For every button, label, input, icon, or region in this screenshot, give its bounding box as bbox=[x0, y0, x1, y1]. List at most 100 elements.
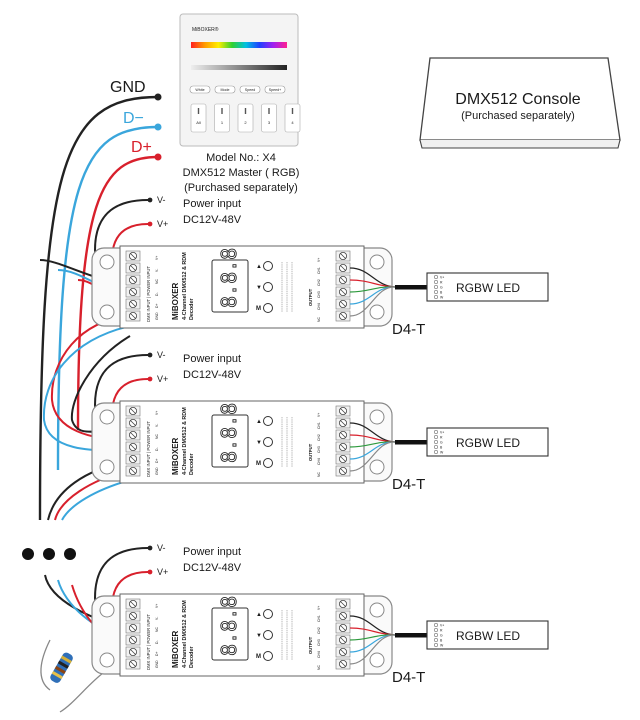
led-label: RGBW LED bbox=[456, 629, 520, 643]
mode-button[interactable] bbox=[263, 458, 273, 468]
led-pad bbox=[433, 284, 439, 290]
screw-slot bbox=[130, 613, 136, 619]
led-pin-label: B bbox=[440, 639, 443, 643]
dminus-label: D− bbox=[123, 110, 144, 127]
led-pin-label: B bbox=[440, 291, 443, 295]
more-dot bbox=[22, 548, 34, 560]
zone-label: 1 bbox=[221, 120, 224, 125]
up-button[interactable] bbox=[263, 261, 273, 271]
output-pin-label: CH1 bbox=[317, 615, 321, 622]
mount-hole bbox=[99, 652, 115, 668]
zone-button[interactable] bbox=[261, 103, 277, 133]
input-pin-label: V+ bbox=[155, 604, 159, 608]
mount-hole bbox=[99, 602, 115, 618]
zone-button[interactable] bbox=[284, 103, 301, 133]
seven-seg-display: 8.8.8 bbox=[217, 402, 242, 463]
output-pin-label: V+ bbox=[317, 606, 321, 610]
more-dot bbox=[64, 548, 76, 560]
down-button[interactable] bbox=[263, 282, 273, 292]
master-button-label: Speed bbox=[245, 88, 255, 92]
output-pin-label: V+ bbox=[317, 258, 321, 262]
up-button[interactable] bbox=[263, 609, 273, 619]
output-pin-label: CH4 bbox=[317, 458, 321, 465]
master-model: Model No.: X4 bbox=[206, 152, 276, 164]
led-cable bbox=[395, 440, 427, 445]
screw-slot bbox=[130, 432, 136, 438]
output-wire bbox=[349, 634, 396, 665]
vminus-label: V- bbox=[157, 543, 166, 553]
input-pin-label: V- bbox=[155, 269, 159, 272]
mount-hole bbox=[99, 409, 115, 425]
screw-slot bbox=[340, 661, 346, 667]
master-button[interactable] bbox=[189, 85, 211, 94]
output-pin-label: CH2 bbox=[317, 279, 321, 286]
input-pin-label: V- bbox=[155, 617, 159, 620]
decoder-desc1: 4-Channel DMX512 & RDM bbox=[182, 600, 188, 668]
power-range: DC12V-48V bbox=[183, 369, 242, 381]
master-button[interactable] bbox=[239, 85, 261, 94]
zone-button[interactable] bbox=[190, 103, 207, 133]
master-button-label: Speed+ bbox=[269, 88, 282, 92]
zone-indicator bbox=[197, 108, 200, 114]
led-pad bbox=[433, 429, 439, 435]
up-button[interactable] bbox=[263, 416, 273, 426]
m-label: M bbox=[256, 306, 261, 312]
led-pin-label: G bbox=[440, 441, 443, 445]
mode-button[interactable] bbox=[263, 303, 273, 313]
seven-seg-display: 8.8.8 bbox=[217, 595, 242, 656]
screw-slot bbox=[340, 289, 346, 295]
output-pin-label: NC bbox=[317, 317, 321, 322]
display-digits: 8.8.8 bbox=[217, 248, 241, 308]
led-pin-label: V+ bbox=[440, 431, 444, 435]
screw-slot bbox=[130, 313, 136, 319]
zone-button[interactable] bbox=[214, 103, 230, 133]
decoder-model-tag: D4-T bbox=[392, 476, 425, 493]
led-pin-label: B bbox=[440, 446, 443, 450]
led-label: RGBW LED bbox=[456, 281, 520, 295]
zone-indicator bbox=[221, 108, 223, 114]
zone-button[interactable] bbox=[237, 103, 254, 133]
screw-slot bbox=[130, 408, 136, 414]
display-window bbox=[211, 259, 249, 313]
screw-slot bbox=[340, 432, 346, 438]
input-pin-label: D- bbox=[155, 447, 159, 451]
led-pad bbox=[433, 637, 439, 643]
input-pin-label: D- bbox=[155, 292, 159, 296]
down-arrow: ▼ bbox=[256, 440, 262, 446]
decoder-model-tag: D4-T bbox=[392, 669, 425, 686]
up-arrow: ▲ bbox=[256, 264, 262, 270]
decoder-desc2: Decoder bbox=[189, 298, 195, 320]
led-pin-label: R bbox=[440, 436, 443, 440]
rgbw-led-strip bbox=[426, 272, 549, 302]
led-pad bbox=[433, 632, 439, 638]
up-arrow: ▲ bbox=[256, 612, 262, 618]
screw-slot bbox=[130, 637, 136, 643]
mode-button[interactable] bbox=[263, 651, 273, 661]
down-button[interactable] bbox=[263, 437, 273, 447]
master-button[interactable] bbox=[264, 85, 286, 94]
input-pin-label: D- bbox=[155, 640, 159, 644]
output-pin-label: CH4 bbox=[317, 651, 321, 658]
mount-hole bbox=[369, 254, 385, 270]
master-button[interactable] bbox=[214, 85, 236, 94]
led-pad bbox=[433, 274, 439, 280]
screw-slot bbox=[340, 468, 346, 474]
led-cable bbox=[395, 285, 427, 290]
zone-label: All bbox=[196, 120, 201, 125]
output-header: OUTPUT bbox=[308, 636, 313, 654]
screw-slot bbox=[130, 301, 136, 307]
vminus-terminal bbox=[147, 197, 153, 203]
screw-slot bbox=[340, 277, 346, 283]
led-pin-label: R bbox=[440, 629, 443, 633]
vplus-terminal bbox=[147, 376, 153, 382]
output-pin-label: CH1 bbox=[317, 422, 321, 429]
down-button[interactable] bbox=[263, 630, 273, 640]
output-wire bbox=[349, 286, 396, 317]
